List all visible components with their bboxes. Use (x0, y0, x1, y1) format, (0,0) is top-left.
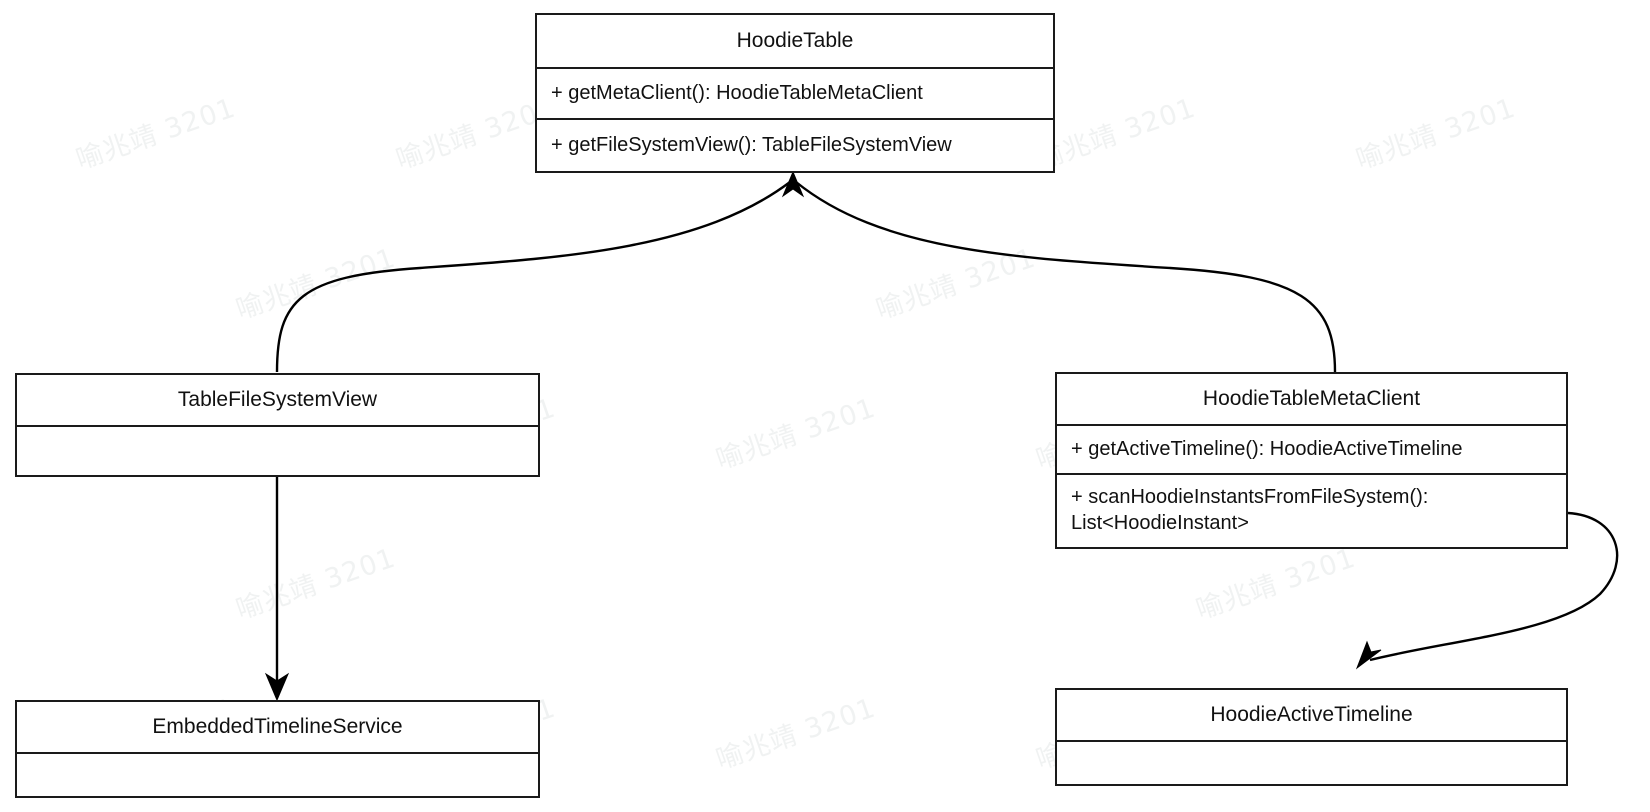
class-members-table-file-system-view (17, 427, 538, 477)
watermark-text: 喻兆靖 3201 (712, 392, 880, 476)
arrowhead-embedded-timeline-service (264, 672, 290, 702)
class-name-embedded-timeline-service: EmbeddedTimelineService (17, 702, 538, 754)
class-name-hoodie-table: HoodieTable (537, 15, 1053, 69)
edge-tfsv-to-hoodietable (275, 181, 791, 373)
class-method-hoodie-table-1: + getFileSystemView(): TableFileSystemVi… (551, 133, 952, 156)
class-members-hoodie-active-timeline (1057, 742, 1566, 786)
edge-metaclient-to-hoodietable (795, 181, 1337, 373)
watermark-text: 喻兆靖 3201 (232, 242, 400, 326)
class-box-hoodie-table-meta-client[interactable]: HoodieTableMetaClient + getActiveTimelin… (1055, 372, 1568, 549)
class-method-hoodie-table-meta-client-0: + getActiveTimeline(): HoodieActiveTimel… (1057, 426, 1566, 475)
arrowhead-hoodie-active-timeline (1355, 640, 1382, 670)
class-method-hoodie-table-meta-client-1: + scanHoodieInstantsFromFileSystem(): Li… (1071, 486, 1429, 534)
watermark-text: 喻兆靖 3201 (72, 92, 240, 176)
watermark-text: 喻兆靖 3201 (872, 242, 1040, 326)
class-name-table-file-system-view: TableFileSystemView (17, 375, 538, 427)
arrowhead-hoodietable (781, 170, 805, 198)
class-members-embedded-timeline-service (17, 754, 538, 798)
class-name-hoodie-table-meta-client: HoodieTableMetaClient (1057, 374, 1566, 426)
class-name-hoodie-active-timeline: HoodieActiveTimeline (1057, 690, 1566, 742)
class-box-hoodie-table[interactable]: HoodieTable + getMetaClient(): HoodieTab… (535, 13, 1055, 173)
watermark-text: 喻兆靖 3201 (1192, 542, 1360, 626)
watermark-text: 喻兆靖 3201 (1352, 92, 1520, 176)
watermark-text: 喻兆靖 3201 (232, 542, 400, 626)
watermark-text: 喻兆靖 3201 (1032, 92, 1200, 176)
class-box-embedded-timeline-service[interactable]: EmbeddedTimelineService (15, 700, 540, 798)
class-method-hoodie-table-0: + getMetaClient(): HoodieTableMetaClient (537, 69, 1053, 120)
class-box-table-file-system-view[interactable]: TableFileSystemView (15, 373, 540, 477)
watermark-text: 喻兆靖 3201 (712, 692, 880, 776)
class-box-hoodie-active-timeline[interactable]: HoodieActiveTimeline (1055, 688, 1568, 786)
